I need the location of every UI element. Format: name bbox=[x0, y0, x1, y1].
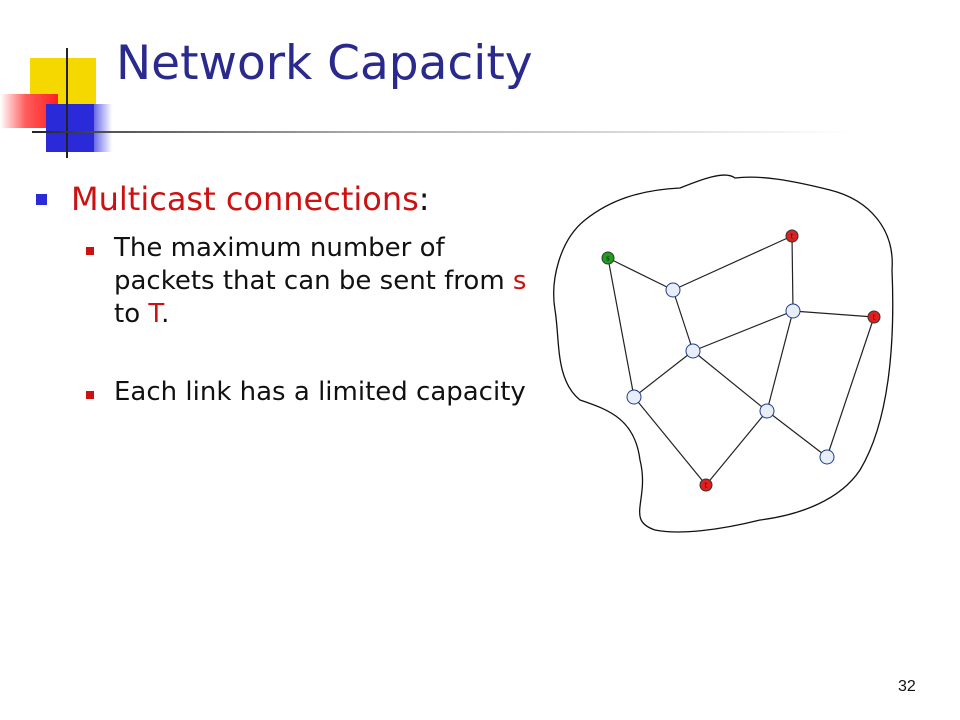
node-n5 bbox=[759, 403, 775, 419]
edge-n4-t3 bbox=[633, 396, 707, 486]
logo-blue-square bbox=[46, 104, 94, 152]
node-t2 bbox=[867, 310, 881, 324]
edge-n1-n3 bbox=[672, 289, 694, 352]
node-n1 bbox=[665, 282, 681, 298]
sub-bullet-link-capacity: Each link has a limited capacity bbox=[86, 376, 546, 409]
bullet-multicast-text: Multicast connections: bbox=[71, 180, 430, 218]
logo-vertical-line bbox=[66, 48, 68, 158]
node-t1 bbox=[785, 229, 799, 243]
logo-decoration bbox=[0, 0, 130, 170]
edge-s-n4 bbox=[607, 257, 635, 398]
sub-bullet-max-packets: The maximum number of packets that can b… bbox=[86, 232, 546, 331]
edge-n2-n3 bbox=[692, 310, 794, 352]
edge-t2-n6 bbox=[826, 316, 875, 458]
sub1-end: . bbox=[161, 299, 170, 329]
title-underline bbox=[32, 131, 852, 133]
network-edges bbox=[607, 235, 875, 486]
node-n3 bbox=[685, 343, 701, 359]
sub1-T: T bbox=[148, 299, 162, 329]
bullet-square-icon bbox=[36, 193, 47, 205]
sub-bullet-max-packets-text: The maximum number of packets that can b… bbox=[114, 232, 544, 331]
edge-n5-t3 bbox=[705, 410, 768, 486]
bullet-multicast-label: Multicast connections bbox=[71, 180, 419, 218]
edge-n1-t1 bbox=[672, 235, 793, 291]
network-diagram: s t t t bbox=[553, 174, 894, 533]
network-boundary-blob bbox=[553, 174, 894, 533]
slide-title: Network Capacity bbox=[116, 36, 533, 91]
edge-n2-t2 bbox=[792, 310, 875, 318]
edge-s-n1 bbox=[607, 257, 674, 291]
edge-n5-n6 bbox=[766, 410, 828, 458]
node-label-t3: t bbox=[705, 482, 708, 490]
network-nodes: s t t t bbox=[601, 229, 881, 492]
node-s bbox=[601, 251, 615, 265]
edge-t1-n2 bbox=[791, 235, 794, 312]
node-label-t2: t bbox=[873, 314, 876, 322]
node-label-s: s bbox=[606, 255, 610, 263]
node-n2 bbox=[785, 303, 801, 319]
edge-n2-n5 bbox=[766, 310, 794, 412]
bullet-multicast-colon: : bbox=[418, 180, 430, 218]
node-t3 bbox=[699, 478, 713, 492]
sub-bullet-link-capacity-text: Each link has a limited capacity bbox=[114, 377, 526, 407]
node-n6 bbox=[819, 449, 835, 465]
sub-bullet-square-icon bbox=[86, 391, 94, 399]
sub1-part1: The maximum number of packets that can b… bbox=[114, 233, 513, 296]
node-n4 bbox=[626, 389, 642, 405]
page-number: 32 bbox=[898, 678, 916, 695]
sub-bullet-square-icon bbox=[86, 247, 94, 255]
edge-n3-n4 bbox=[633, 350, 694, 398]
logo-blue-fade bbox=[94, 104, 112, 152]
node-label-t1: t bbox=[791, 233, 794, 241]
sub1-mid: to bbox=[114, 299, 149, 329]
sub1-s: s bbox=[512, 266, 527, 296]
bullet-multicast: Multicast connections: bbox=[36, 180, 430, 218]
edge-n3-n5 bbox=[692, 350, 768, 412]
